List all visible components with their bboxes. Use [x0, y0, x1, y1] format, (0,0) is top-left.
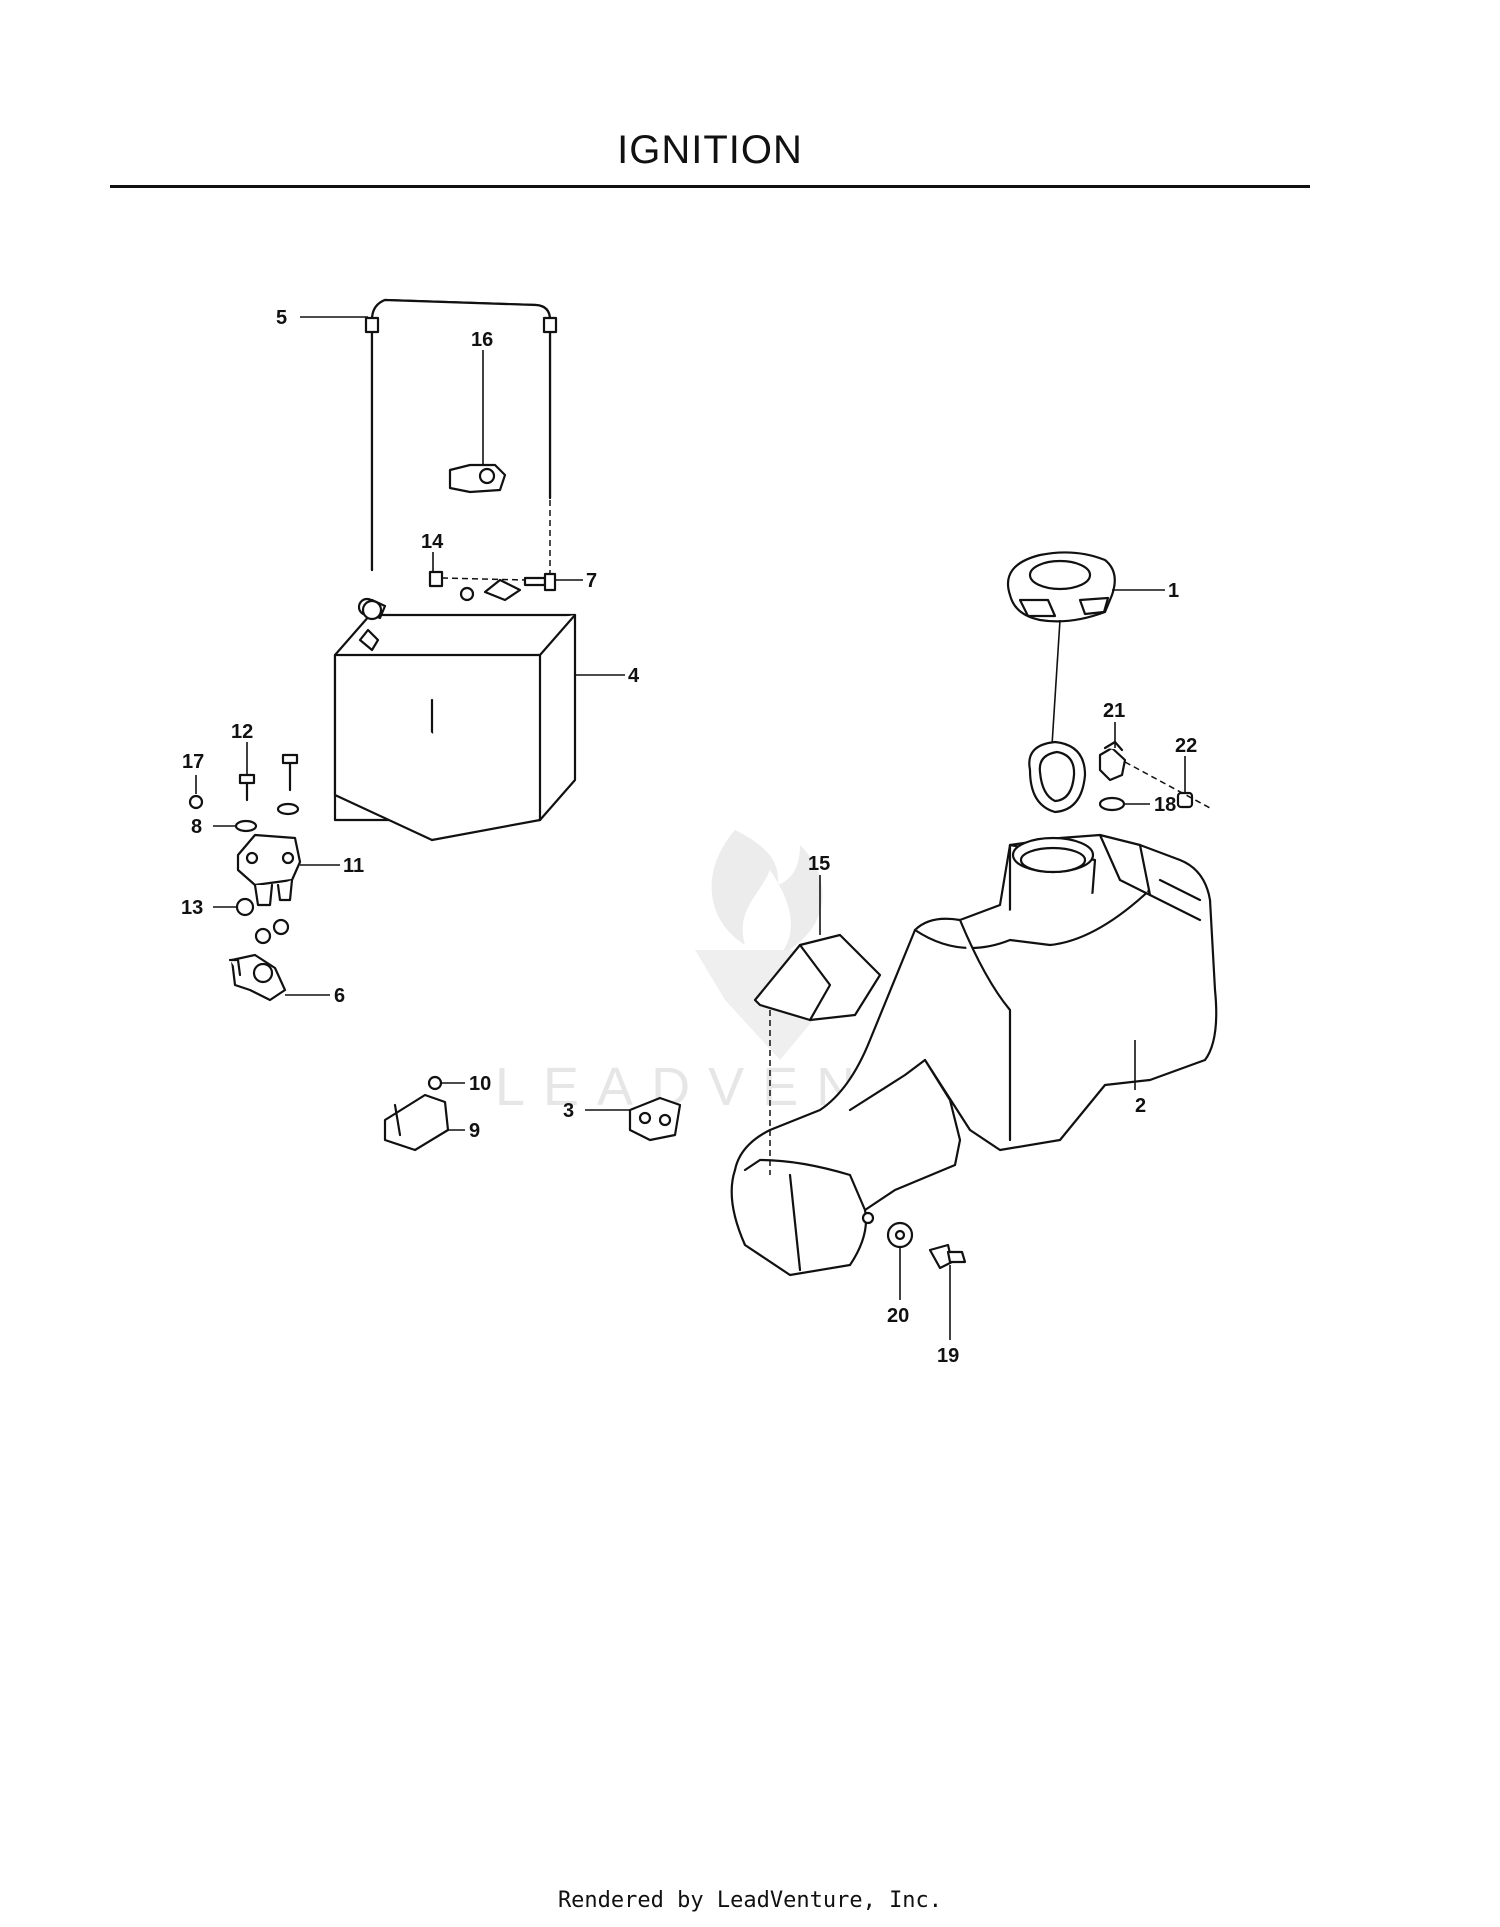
- page-title: IGNITION: [617, 128, 803, 172]
- callout-6: 6: [334, 985, 345, 1007]
- callout-18: 18: [1154, 794, 1176, 816]
- callout-4: 4: [628, 665, 640, 687]
- battery-nut: [361, 599, 383, 621]
- solenoid: [236, 833, 302, 907]
- callout-20: 20: [887, 1305, 909, 1327]
- callout-21: 21: [1103, 700, 1125, 722]
- callout-13: 13: [181, 897, 203, 919]
- callout-9: 9: [469, 1120, 480, 1142]
- callout-8: 8: [191, 816, 202, 838]
- callout-16: 16: [471, 329, 493, 351]
- nut-pair: [254, 918, 290, 945]
- callout-5: 5: [276, 307, 287, 329]
- vent-nut: [1176, 791, 1194, 809]
- callout-3: 3: [563, 1100, 574, 1122]
- title-divider: [110, 185, 1310, 188]
- relay: [628, 1096, 682, 1142]
- callout-11: 11: [343, 855, 364, 877]
- callout-10: 10: [469, 1073, 491, 1095]
- screw-10: [427, 1075, 443, 1091]
- nut-13: [235, 897, 255, 917]
- fuel-fitting: [928, 1243, 967, 1270]
- callout-7: 7: [586, 570, 597, 592]
- fuel-tank: [730, 833, 1218, 1277]
- fuel-cap: [1006, 551, 1116, 623]
- callout-1: 1: [1168, 580, 1179, 602]
- terminal-boot: [448, 463, 507, 494]
- relay-bracket: [383, 1093, 450, 1152]
- callout-14: 14: [421, 531, 444, 553]
- bolt-14: [428, 570, 444, 588]
- callout-2: 2: [1135, 1095, 1146, 1117]
- bolt-12b: [281, 753, 299, 792]
- bolt-12: [238, 773, 256, 802]
- battery-cable: [364, 298, 558, 572]
- nut-17: [188, 794, 204, 810]
- tank-grommet: [886, 1221, 914, 1249]
- callout-19: 19: [937, 1345, 959, 1367]
- callout-17: 17: [182, 751, 204, 773]
- callout-15: 15: [808, 853, 830, 875]
- heat-shield: [753, 933, 882, 1022]
- footer-credit: Rendered by LeadVenture, Inc.: [557, 1888, 943, 1913]
- callout-12: 12: [231, 721, 253, 743]
- bolt-7: [523, 572, 557, 592]
- vent-fitting: [1098, 740, 1127, 782]
- washer-8: [234, 802, 300, 833]
- cable-clamp: [228, 953, 287, 1002]
- fuel-cap-gasket: [1028, 740, 1087, 814]
- callout-22: 22: [1175, 735, 1197, 757]
- grommet-washer: [1098, 796, 1126, 812]
